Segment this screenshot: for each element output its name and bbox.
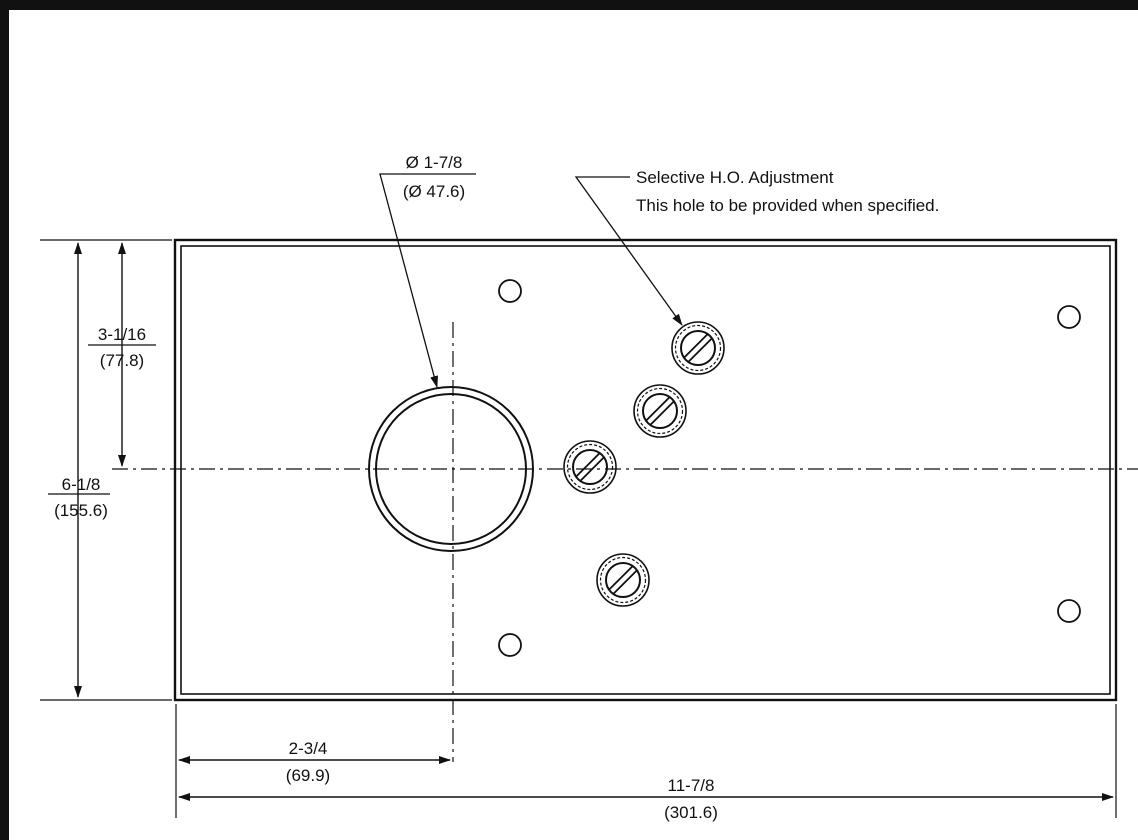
width-metric-label: (301.6) bbox=[664, 803, 718, 822]
height-half-metric-label: (77.8) bbox=[100, 351, 144, 370]
height-dimension-half: 3-1/16 (77.8) bbox=[88, 242, 156, 467]
adjustment-screw bbox=[671, 321, 725, 375]
width-dimension: 11-7/8 (301.6) bbox=[178, 704, 1117, 822]
offset-dimension: 2-3/4 (69.9) bbox=[175, 704, 451, 818]
mounting-hole bbox=[1057, 599, 1081, 623]
adjustment-screw bbox=[633, 384, 687, 438]
plate-outline bbox=[173, 238, 1118, 702]
diameter-imperial-label: Ø 1-7/8 bbox=[406, 153, 463, 172]
note-line-1: Selective H.O. Adjustment bbox=[636, 168, 834, 187]
height-full-imperial-label: 6-1/8 bbox=[62, 475, 101, 494]
diameter-callout: Ø 1-7/8 (Ø 47.6) bbox=[379, 153, 476, 388]
mounting-hole bbox=[498, 633, 522, 657]
offset-metric-label: (69.9) bbox=[286, 766, 330, 785]
mounting-hole bbox=[1057, 305, 1081, 329]
adjustment-screw bbox=[596, 553, 650, 607]
height-dimension-full: 6-1/8 (155.6) bbox=[40, 239, 172, 701]
height-half-imperial-label: 3-1/16 bbox=[98, 325, 146, 344]
mounting-holes bbox=[498, 279, 1081, 657]
mounting-hole bbox=[498, 279, 522, 303]
offset-imperial-label: 2-3/4 bbox=[289, 739, 328, 758]
diameter-metric-label: (Ø 47.6) bbox=[403, 182, 465, 201]
height-full-metric-label: (155.6) bbox=[54, 501, 108, 520]
adjustment-screw bbox=[563, 440, 617, 494]
note-line-2: This hole to be provided when specified. bbox=[636, 196, 939, 215]
width-imperial-label: 11-7/8 bbox=[668, 776, 715, 795]
center-hole bbox=[368, 386, 534, 552]
adjustment-note-callout: Selective H.O. Adjustment This hole to b… bbox=[574, 168, 939, 326]
